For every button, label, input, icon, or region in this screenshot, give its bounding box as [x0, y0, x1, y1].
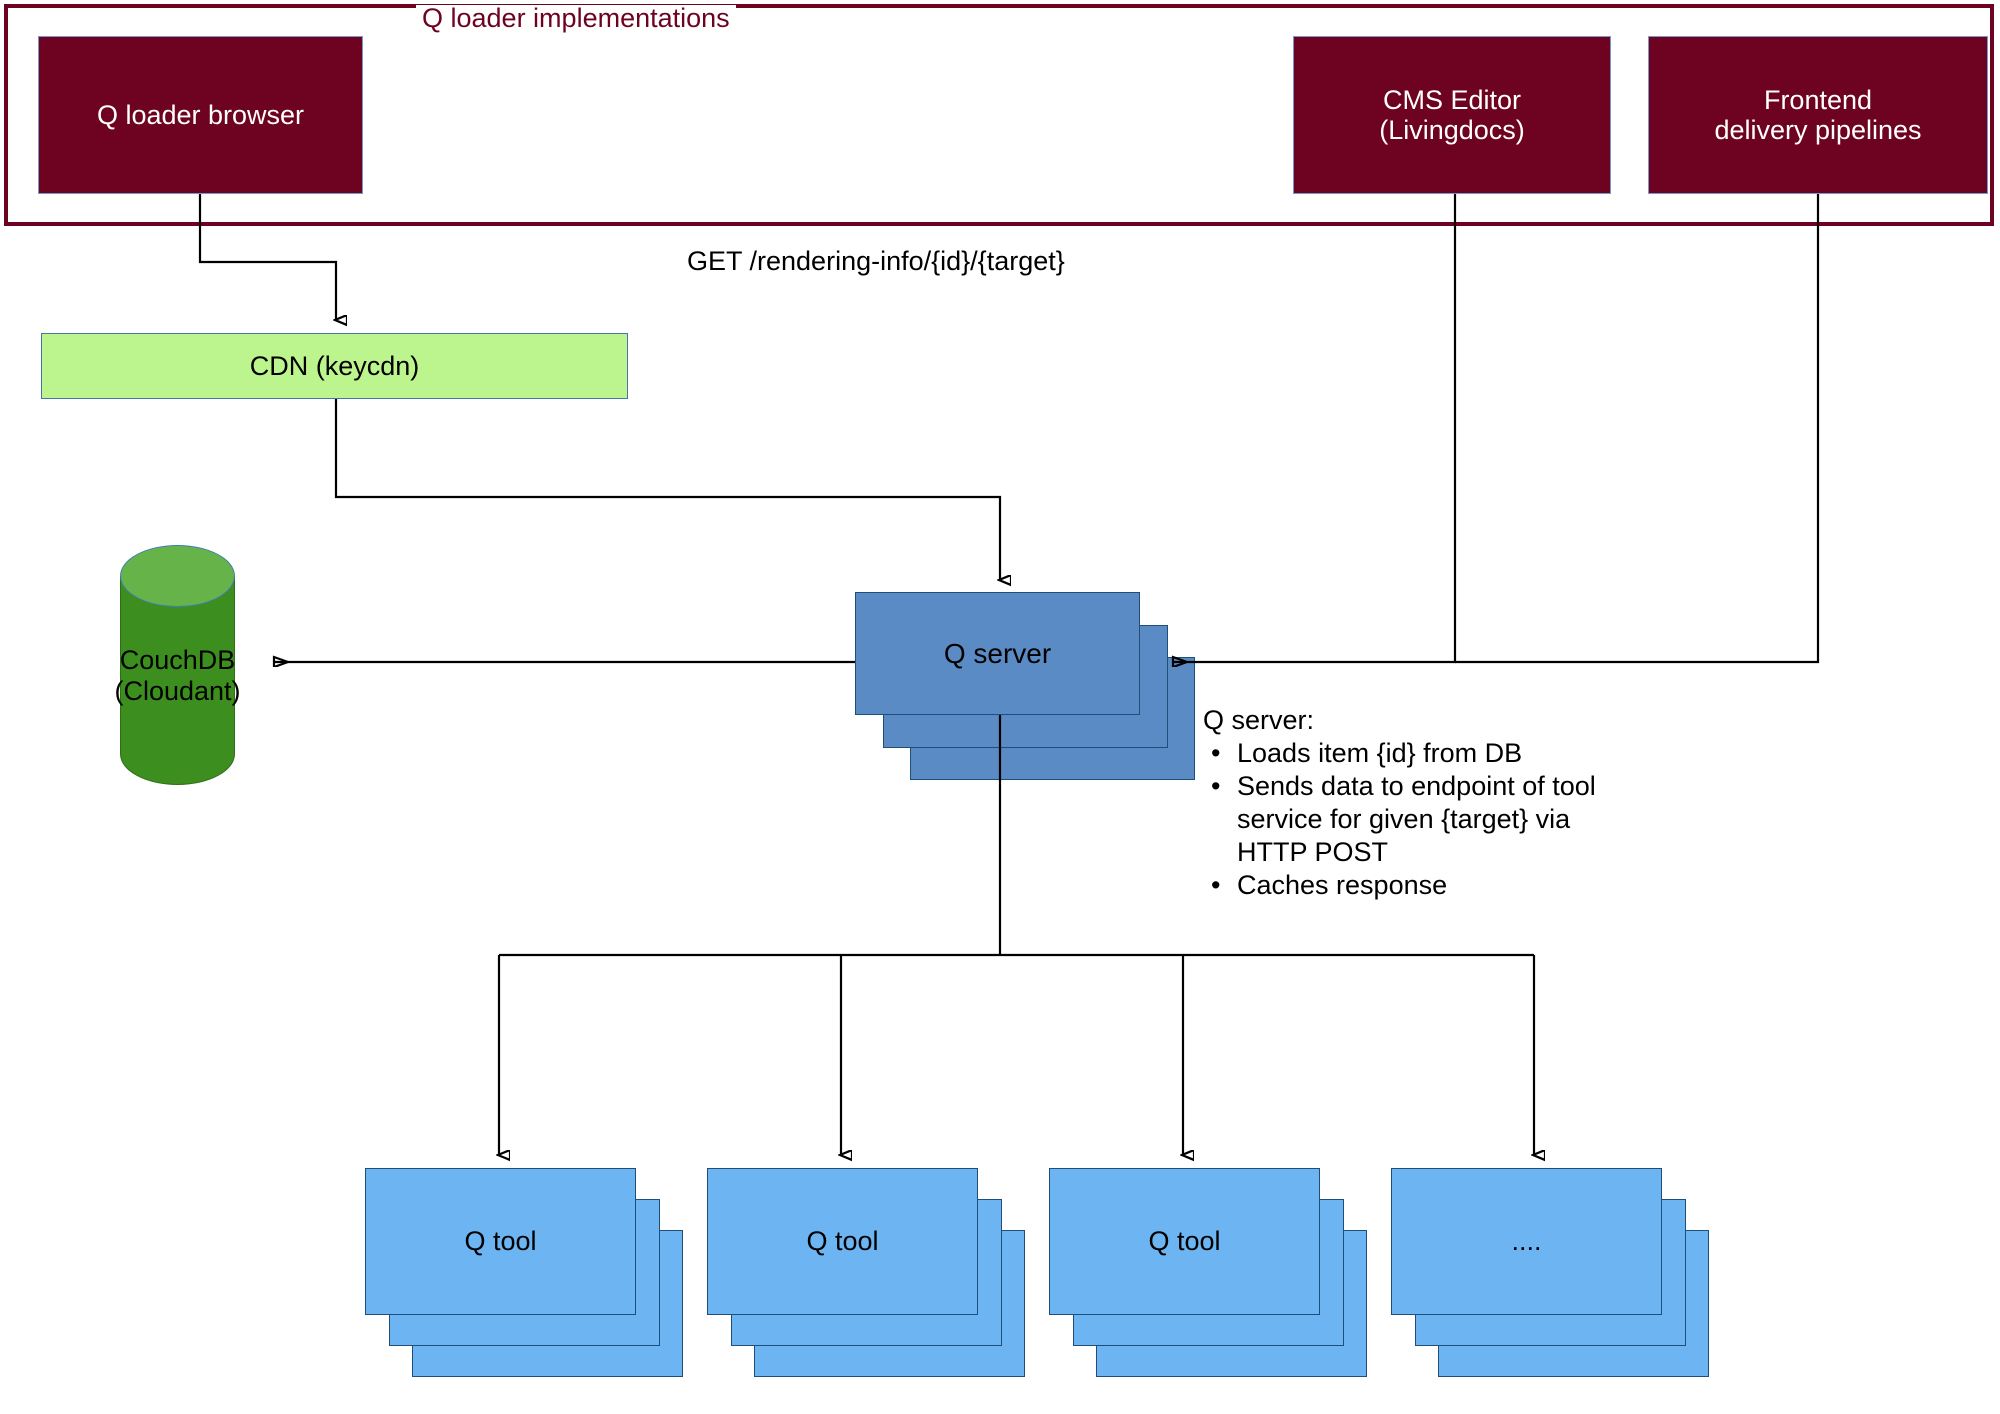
- q-tool-3-layer-front: Q tool: [1049, 1168, 1320, 1315]
- node-q-tool-2-label: Q tool: [806, 1226, 879, 1256]
- node-frontend-delivery-pipelines[interactable]: Frontend delivery pipelines: [1648, 36, 1988, 194]
- node-cms-editor-label-line2: (Livingdocs): [1379, 115, 1525, 145]
- q-server-notes: Q server: Loads item {id} from DB Sends …: [1203, 704, 1633, 902]
- group-title-label: Q loader implementations: [416, 5, 736, 32]
- node-q-server-label: Q server: [943, 637, 1052, 669]
- node-q-tool-2[interactable]: Q tool: [707, 1168, 1027, 1377]
- edge-cms-editor-to-q-server: [1174, 194, 1457, 662]
- node-cms-editor[interactable]: CMS Editor (Livingdocs): [1293, 36, 1611, 194]
- node-cdn-keycdn[interactable]: CDN (keycdn): [41, 333, 628, 399]
- node-q-tool-1-label: Q tool: [464, 1226, 537, 1256]
- group-q-loader-implementations: [4, 4, 1994, 226]
- q-server-note-item: Caches response: [1211, 869, 1633, 902]
- node-q-tool-3-label: Q tool: [1148, 1226, 1221, 1256]
- q-tool-1-layer-front: Q tool: [365, 1168, 636, 1315]
- edge-frontend-pipelines-to-q-server: [1455, 194, 1820, 664]
- node-cms-editor-label-line1: CMS Editor: [1382, 84, 1522, 115]
- node-q-server[interactable]: Q server: [855, 592, 1205, 792]
- edge-cdn-to-q-server: [334, 399, 1000, 580]
- q-server-note-item: Loads item {id} from DB: [1211, 737, 1633, 770]
- node-frontend-pipelines-label-line1: Frontend: [1763, 84, 1873, 115]
- node-q-loader-browser-label: Q loader browser: [96, 99, 305, 130]
- node-couchdb-cloudant[interactable]: [120, 545, 235, 785]
- node-q-tool-3[interactable]: Q tool: [1049, 1168, 1369, 1377]
- cylinder-top-ellipse: [120, 545, 235, 607]
- q-tool-2-layer-front: Q tool: [707, 1168, 978, 1315]
- q-server-layer-front: Q server: [855, 592, 1140, 715]
- node-q-tool-more[interactable]: ....: [1391, 1168, 1711, 1377]
- node-cdn-label: CDN (keycdn): [249, 350, 420, 381]
- q-server-notes-heading: Q server:: [1203, 705, 1315, 735]
- q-server-notes-list: Loads item {id} from DB Sends data to en…: [1203, 737, 1633, 902]
- node-q-tool-more-label: ....: [1511, 1226, 1542, 1256]
- node-frontend-pipelines-label-line2: delivery pipelines: [1714, 115, 1922, 145]
- node-q-tool-1[interactable]: Q tool: [365, 1168, 685, 1377]
- q-server-note-item: Sends data to endpoint of tool service f…: [1211, 770, 1633, 869]
- node-q-loader-browser[interactable]: Q loader browser: [38, 36, 363, 194]
- edge-label-get-rendering-info: GET /rendering-info/{id}/{target}: [687, 246, 1065, 276]
- q-tool-more-layer-front: ....: [1391, 1168, 1662, 1315]
